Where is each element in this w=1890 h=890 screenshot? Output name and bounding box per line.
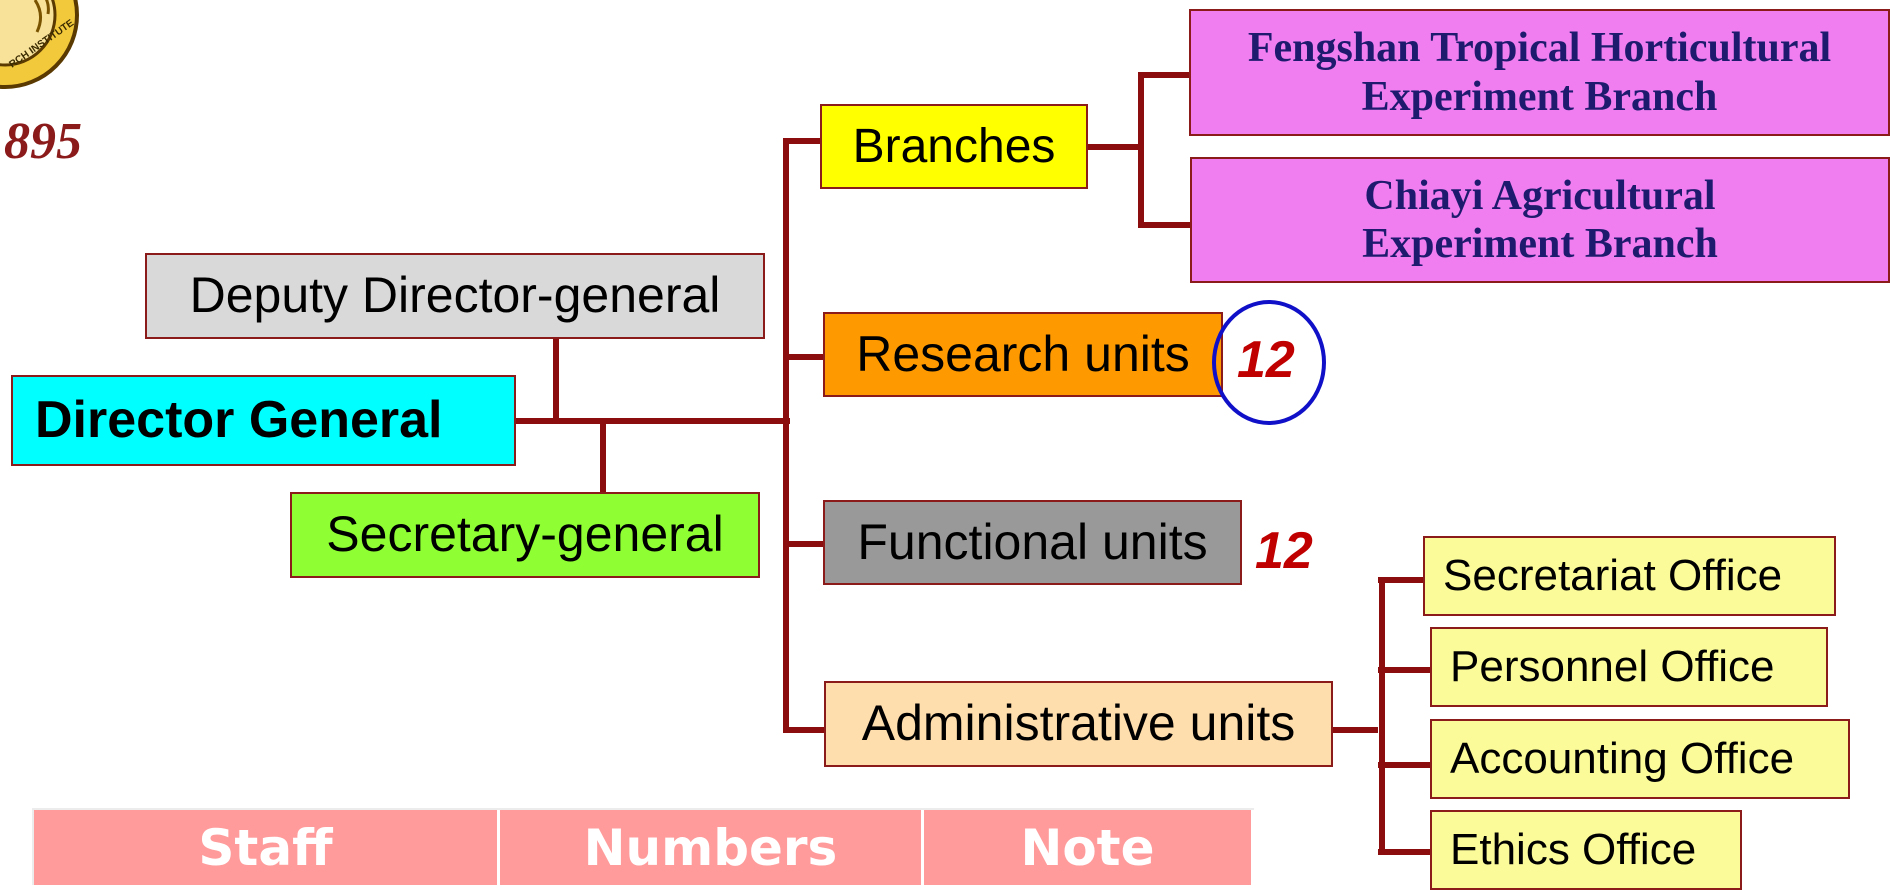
- functional-units-count: 12: [1255, 522, 1313, 580]
- director-general-label: Director General: [35, 390, 443, 449]
- branch-chiayi-line2: Experiment Branch: [1362, 221, 1718, 267]
- director-general-box: Director General: [11, 375, 516, 466]
- table-header-numbers: Numbers: [500, 810, 924, 885]
- research-count-circle: [1212, 300, 1326, 425]
- founding-year: 1895: [0, 113, 82, 170]
- administrative-units-label: Administrative units: [861, 695, 1296, 752]
- office-label: Accounting Office: [1450, 733, 1795, 783]
- office-box-secretariat: Secretariat Office: [1423, 536, 1836, 616]
- seal-icon: RCH INSTITUTE: [0, 0, 79, 89]
- branches-label: Branches: [852, 119, 1056, 173]
- research-units-box: Research units: [823, 312, 1223, 397]
- branch-chiayi-line1: Chiayi Agricultural: [1364, 172, 1716, 219]
- branch-fengshan-line2: Experiment Branch: [1361, 73, 1718, 120]
- branch-box-fengshan: Fengshan Tropical Horticultural Experime…: [1189, 9, 1890, 136]
- functional-units-label: Functional units: [857, 513, 1208, 570]
- table-header-note: Note: [924, 810, 1254, 885]
- office-box-ethics: Ethics Office: [1430, 810, 1742, 890]
- research-units-count: 12: [1237, 331, 1295, 389]
- functional-units-box: Functional units: [823, 500, 1242, 585]
- office-label: Personnel Office: [1450, 641, 1775, 691]
- deputy-director-box: Deputy Director-general: [145, 253, 765, 339]
- office-label: Ethics Office: [1450, 824, 1697, 874]
- deputy-director-label: Deputy Director-general: [189, 267, 721, 324]
- office-box-accounting: Accounting Office: [1430, 719, 1850, 799]
- office-label: Secretariat Office: [1443, 550, 1783, 600]
- research-units-label: Research units: [856, 325, 1190, 382]
- secretary-general-label: Secretary-general: [326, 506, 724, 563]
- branches-box: Branches: [820, 104, 1088, 189]
- office-box-personnel: Personnel Office: [1430, 627, 1828, 707]
- table-header-staff: Staff: [34, 810, 500, 885]
- staff-table: Staff Numbers Note: [32, 808, 1254, 885]
- branch-box-chiayi: Chiayi Agricultural Experiment Branch: [1190, 157, 1890, 283]
- branch-fengshan-line1: Fengshan Tropical Horticultural: [1247, 25, 1832, 72]
- institute-logo: RCH INSTITUTE: [0, 0, 80, 90]
- administrative-units-box: Administrative units: [824, 681, 1333, 767]
- secretary-general-box: Secretary-general: [290, 492, 760, 578]
